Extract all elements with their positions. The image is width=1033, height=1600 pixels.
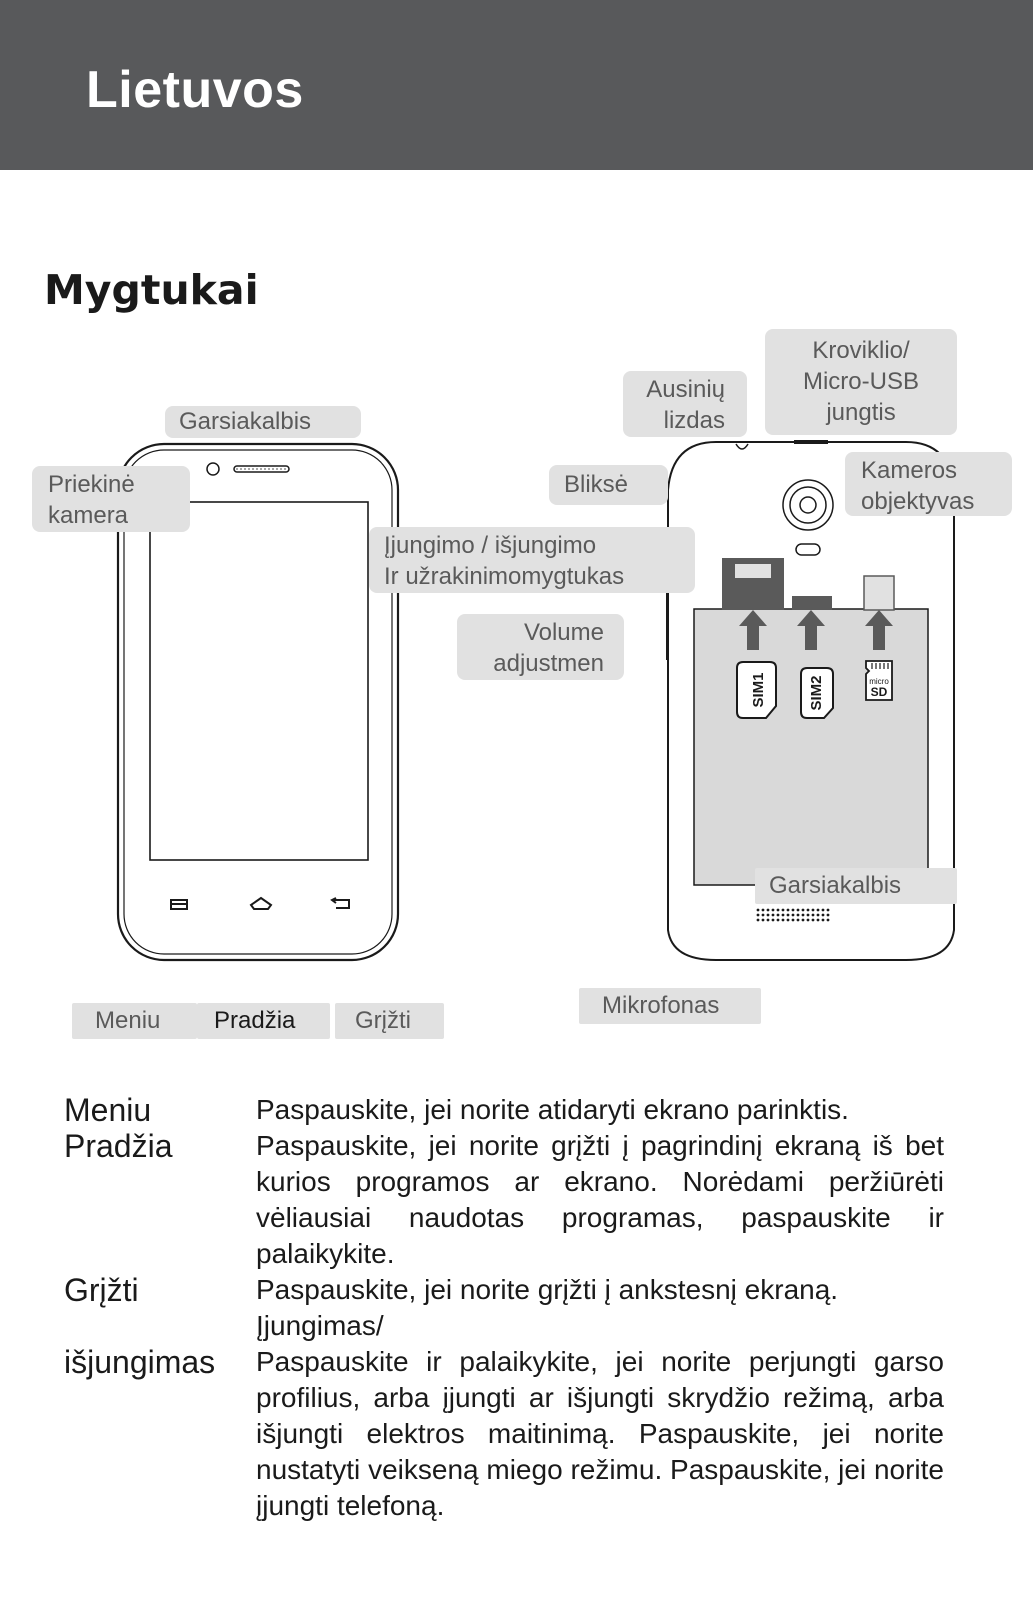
rear-speaker-grill-icon [756, 908, 830, 922]
front-phone-bezel [123, 449, 393, 955]
term-power: išjungimas [64, 1344, 216, 1380]
def-power: Įjungimas/ Paspauskite ir palaikykite, j… [256, 1308, 944, 1524]
arrow-up-icon [865, 610, 893, 650]
label-speaker-front: Garsiakalbis [165, 406, 361, 438]
battery-compartment [693, 608, 929, 886]
term-home: Pradžia [64, 1128, 173, 1164]
arrow-up-icon [739, 610, 767, 650]
home-key-icon [249, 896, 273, 910]
front-phone-body [116, 442, 400, 962]
section-title: Mygtukai [44, 266, 259, 314]
front-camera-icon [206, 462, 220, 476]
def-power-prefix: Įjungimas/ [256, 1310, 384, 1341]
def-menu: Paspauskite, jei norite atidaryti ekrano… [256, 1094, 849, 1125]
sd-slot-icon [863, 575, 895, 611]
arrow-up-icon [797, 610, 825, 650]
header-band: Lietuvos [0, 0, 1033, 170]
camera-lens-icon [799, 496, 817, 514]
def-back: Paspauskite, jei norite grįžti į ankstes… [256, 1274, 839, 1305]
headphone-jack-icon [735, 443, 749, 450]
label-charger-usb: Kroviklio/ Micro-USB jungtis [765, 329, 957, 435]
def-home: Paspauskite, jei norite grįžti į pagrind… [256, 1130, 944, 1269]
front-phone [116, 442, 400, 962]
label-flash: Bliksė [549, 465, 668, 505]
flash-icon [795, 543, 821, 556]
description-row: Meniu Paspauskite, jei norite atidaryti … [64, 1092, 944, 1128]
label-back: Grįžti [335, 1003, 444, 1039]
language-title: Lietuvos [86, 61, 304, 119]
sim2-text: SIM2 [808, 675, 825, 710]
earpiece-speaker-icon [233, 465, 290, 473]
term-menu: Meniu [64, 1092, 152, 1128]
def-power-text: Paspauskite ir palaikykite, jei norite p… [256, 1346, 944, 1521]
camera-ring-icon [782, 479, 834, 531]
label-camera-lens: Kameros objektyvas [845, 452, 1012, 516]
label-menu: Meniu [72, 1003, 197, 1039]
description-row: išjungimas Įjungimas/ Paspauskite ir pal… [64, 1308, 944, 1524]
sim2-card-icon [800, 667, 834, 719]
term-back: Grįžti [64, 1272, 139, 1308]
label-volume: Volume adjustmen [457, 614, 624, 680]
label-home: Pradžia [197, 1003, 330, 1039]
sim1-card-icon [736, 661, 777, 719]
label-microphone: Mikrofonas [579, 988, 761, 1024]
sd-text: SD [871, 685, 888, 699]
micro-text: micro [869, 677, 889, 686]
description-row: Grįžti Paspauskite, jei norite grįžti į … [64, 1272, 944, 1308]
sim2-slot-icon [792, 596, 832, 610]
label-power-lock: Įjungimo / išjungimo Ir užrakinimomygtuk… [369, 527, 695, 593]
front-screen [149, 501, 369, 861]
label-headphone-jack: Ausinių lizdas [623, 371, 747, 437]
sim1-text: SIM1 [750, 672, 767, 707]
key-descriptions: Meniu Paspauskite, jei norite atidaryti … [64, 1092, 944, 1524]
back-key-icon [330, 897, 350, 909]
label-speaker-back: Garsiakalbis [755, 868, 957, 904]
description-row: Pradžia Paspauskite, jei norite grįžti į… [64, 1128, 944, 1272]
menu-key-icon [170, 899, 188, 910]
label-front-camera: Priekinė kamera [32, 466, 190, 532]
microsd-card-icon [865, 660, 893, 701]
